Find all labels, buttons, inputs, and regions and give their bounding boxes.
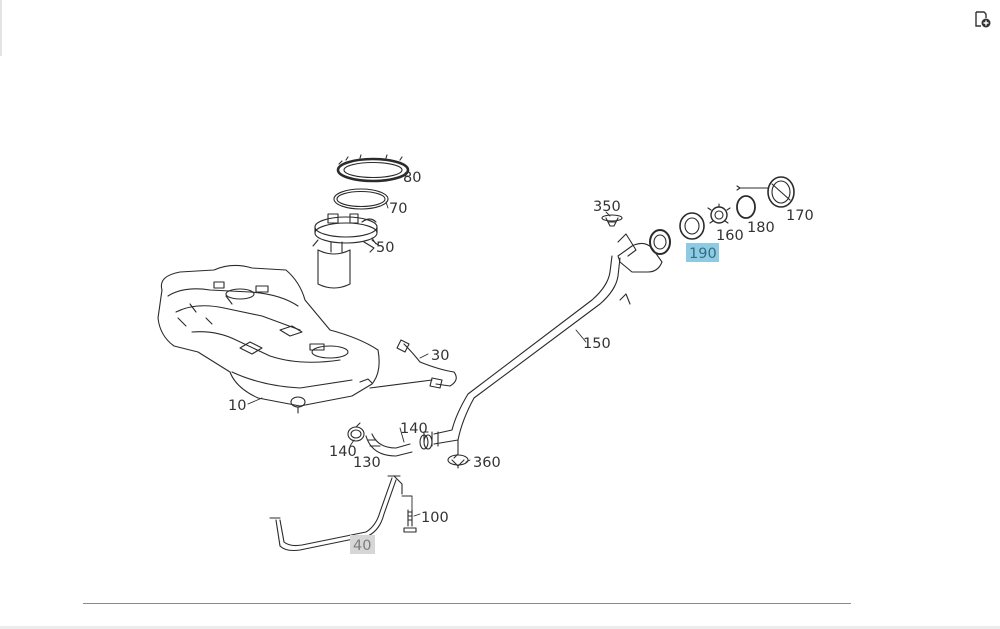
- left-edge-divider: [0, 0, 2, 56]
- part-170-filler-cap[interactable]: [736, 176, 795, 208]
- part-140-clamp-right[interactable]: [419, 431, 433, 450]
- part-80-seal-ring[interactable]: [336, 154, 410, 183]
- callout-100[interactable]: 100: [421, 510, 449, 526]
- callout-350[interactable]: 350: [593, 199, 621, 215]
- part-40-tank-strap[interactable]: [269, 475, 403, 552]
- part-50-fuel-pump-module[interactable]: [312, 213, 379, 289]
- bottom-divider: [83, 603, 851, 604]
- callout-40[interactable]: 40: [353, 538, 371, 554]
- part-150-filler-pipe[interactable]: [431, 229, 671, 459]
- callout-190[interactable]: 190: [689, 246, 717, 262]
- part-100-bolt[interactable]: [403, 509, 417, 533]
- part-350-valve[interactable]: [601, 214, 623, 227]
- callout-160[interactable]: 160: [716, 228, 744, 244]
- part-30-vent-line[interactable]: [369, 339, 457, 389]
- part-360-clip[interactable]: [447, 454, 469, 469]
- part-160-locking-ring[interactable]: [707, 203, 731, 224]
- callout-130[interactable]: 130: [353, 455, 381, 471]
- leader-lines: [247, 175, 611, 517]
- callout-80[interactable]: 80: [403, 170, 421, 186]
- add-to-list-icon: [975, 11, 991, 28]
- callout-190-highlight: [686, 243, 719, 262]
- callout-40-highlight: [350, 535, 375, 554]
- part-180-o-ring[interactable]: [736, 195, 756, 219]
- callout-170[interactable]: 170: [786, 208, 814, 224]
- callout-140-left[interactable]: 140: [329, 444, 357, 460]
- callout-50[interactable]: 50: [376, 240, 394, 256]
- part-130-filler-hose[interactable]: [365, 433, 413, 457]
- callout-180[interactable]: 180: [747, 220, 775, 236]
- callout-labels: 80 70 50 350 170 180 160 190 30 150 10 1…: [228, 170, 814, 554]
- part-140-clamp-left[interactable]: [347, 422, 365, 442]
- part-10-fuel-tank[interactable]: [157, 264, 380, 414]
- callout-70[interactable]: 70: [389, 201, 407, 217]
- callout-10[interactable]: 10: [228, 398, 246, 414]
- callout-30[interactable]: 30: [431, 348, 449, 364]
- callout-140-right[interactable]: 140: [400, 421, 428, 437]
- callout-360[interactable]: 360: [473, 455, 501, 471]
- bottom-edge-strip: [0, 626, 1000, 629]
- callout-150[interactable]: 150: [583, 336, 611, 352]
- part-190-seal[interactable]: [679, 212, 705, 240]
- part-70-o-ring[interactable]: [333, 188, 389, 210]
- add-to-list-button[interactable]: [970, 8, 994, 30]
